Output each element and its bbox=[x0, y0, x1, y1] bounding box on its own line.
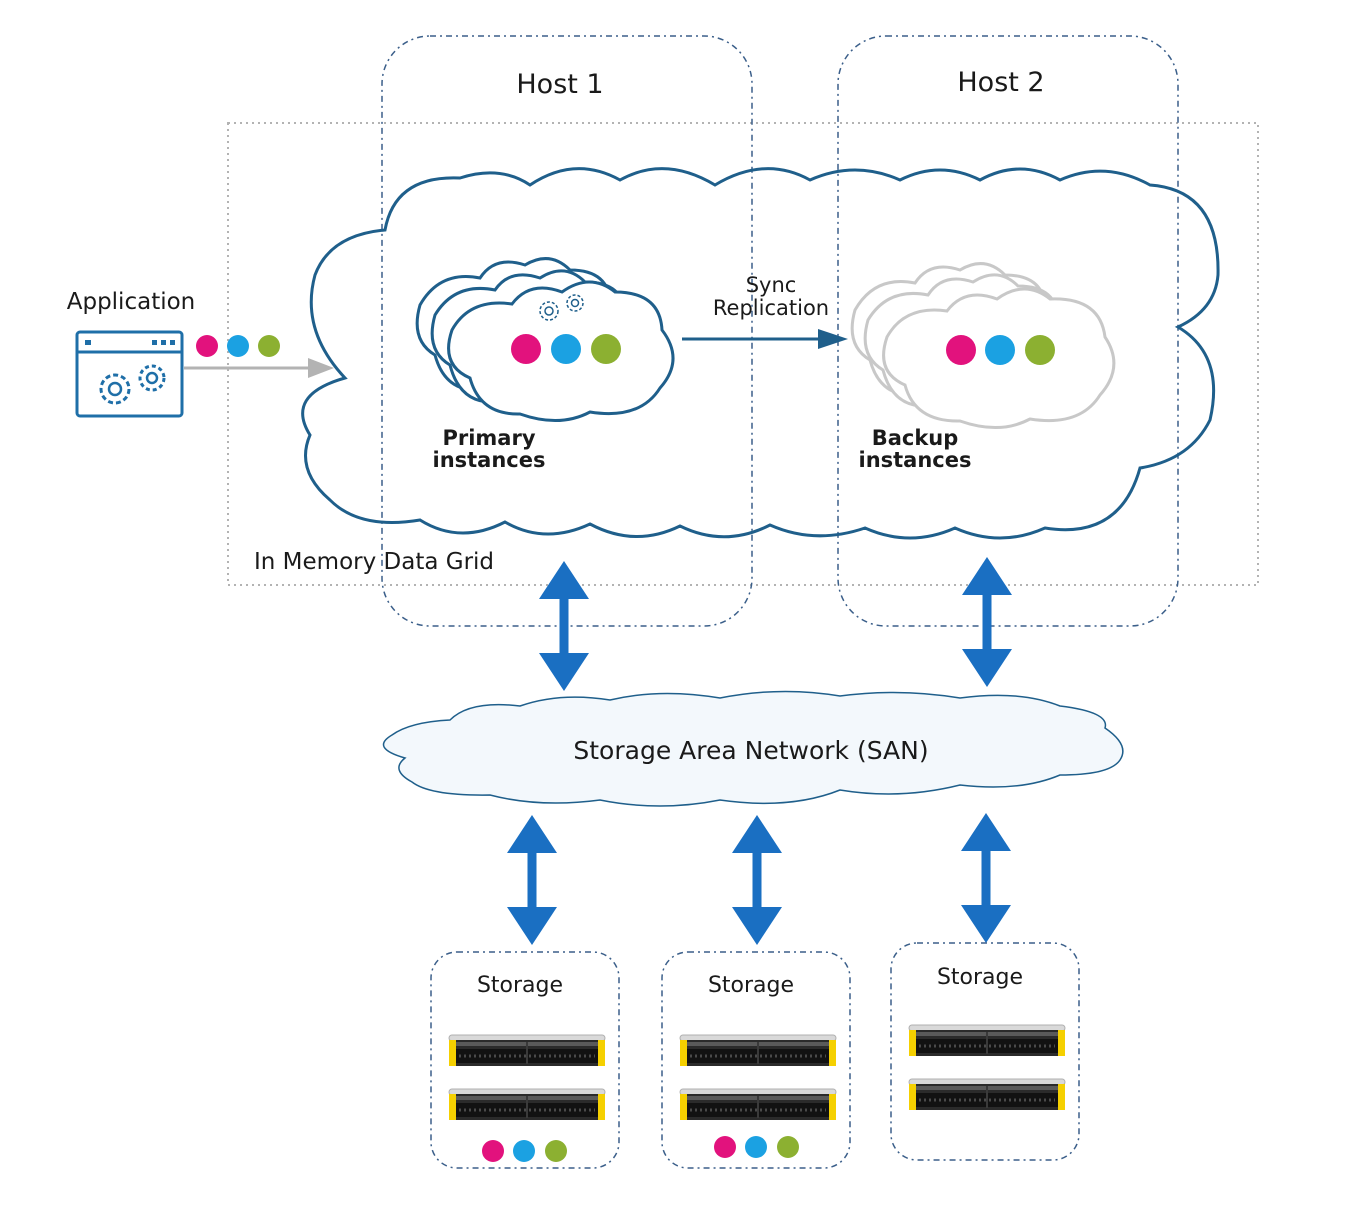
application-label: Application bbox=[67, 289, 196, 315]
host-1-label: Host 1 bbox=[516, 69, 603, 100]
application-arrow bbox=[184, 358, 334, 378]
data-dots-backup bbox=[946, 335, 1055, 365]
primary-label: Primary bbox=[442, 426, 535, 450]
data-dots-primary bbox=[511, 334, 621, 364]
data-grid-label: In Memory Data Grid bbox=[254, 549, 494, 575]
storage-2-label: Storage bbox=[708, 973, 794, 998]
san-cloud bbox=[382, 690, 1124, 807]
sync-label: Sync bbox=[746, 273, 797, 297]
storage-1-label: Storage bbox=[477, 973, 563, 998]
storage-node-1: Storage bbox=[430, 951, 620, 1169]
san-storage-arrow-2 bbox=[732, 815, 782, 945]
host-1-box bbox=[381, 35, 753, 627]
san-storage-arrow-3 bbox=[961, 813, 1011, 943]
san-label: Storage Area Network (SAN) bbox=[573, 736, 928, 765]
backup-instances-clouds bbox=[850, 262, 1116, 430]
disk-array-icon bbox=[678, 1087, 838, 1122]
disk-array-icon bbox=[907, 1023, 1067, 1058]
replication-label: Replication bbox=[713, 296, 829, 320]
storage-node-2: Storage bbox=[661, 951, 851, 1169]
storage-3-label: Storage bbox=[937, 965, 1023, 990]
backup-label: Backup bbox=[872, 426, 959, 450]
host-2-box bbox=[837, 35, 1179, 627]
data-grid-boundary bbox=[227, 122, 1259, 586]
primary-instances-clouds bbox=[415, 257, 675, 423]
application-window-gears-icon bbox=[75, 330, 184, 418]
gear-icon bbox=[539, 294, 584, 321]
disk-array-icon bbox=[907, 1077, 1067, 1112]
sync-replication-arrow bbox=[682, 329, 848, 349]
storage-node-3: Storage bbox=[890, 942, 1080, 1161]
disk-array-icon bbox=[447, 1087, 607, 1122]
backup-instances-label: instances bbox=[859, 448, 972, 472]
data-grid-cloud bbox=[301, 167, 1220, 540]
san-storage-arrow-1 bbox=[507, 815, 557, 945]
disk-array-icon bbox=[447, 1033, 607, 1068]
disk-array-icon bbox=[678, 1033, 838, 1068]
primary-instances-label: instances bbox=[433, 448, 546, 472]
data-dots-application bbox=[196, 335, 280, 357]
grid-san-arrow-2 bbox=[962, 557, 1012, 687]
host-2-label: Host 2 bbox=[957, 67, 1044, 98]
